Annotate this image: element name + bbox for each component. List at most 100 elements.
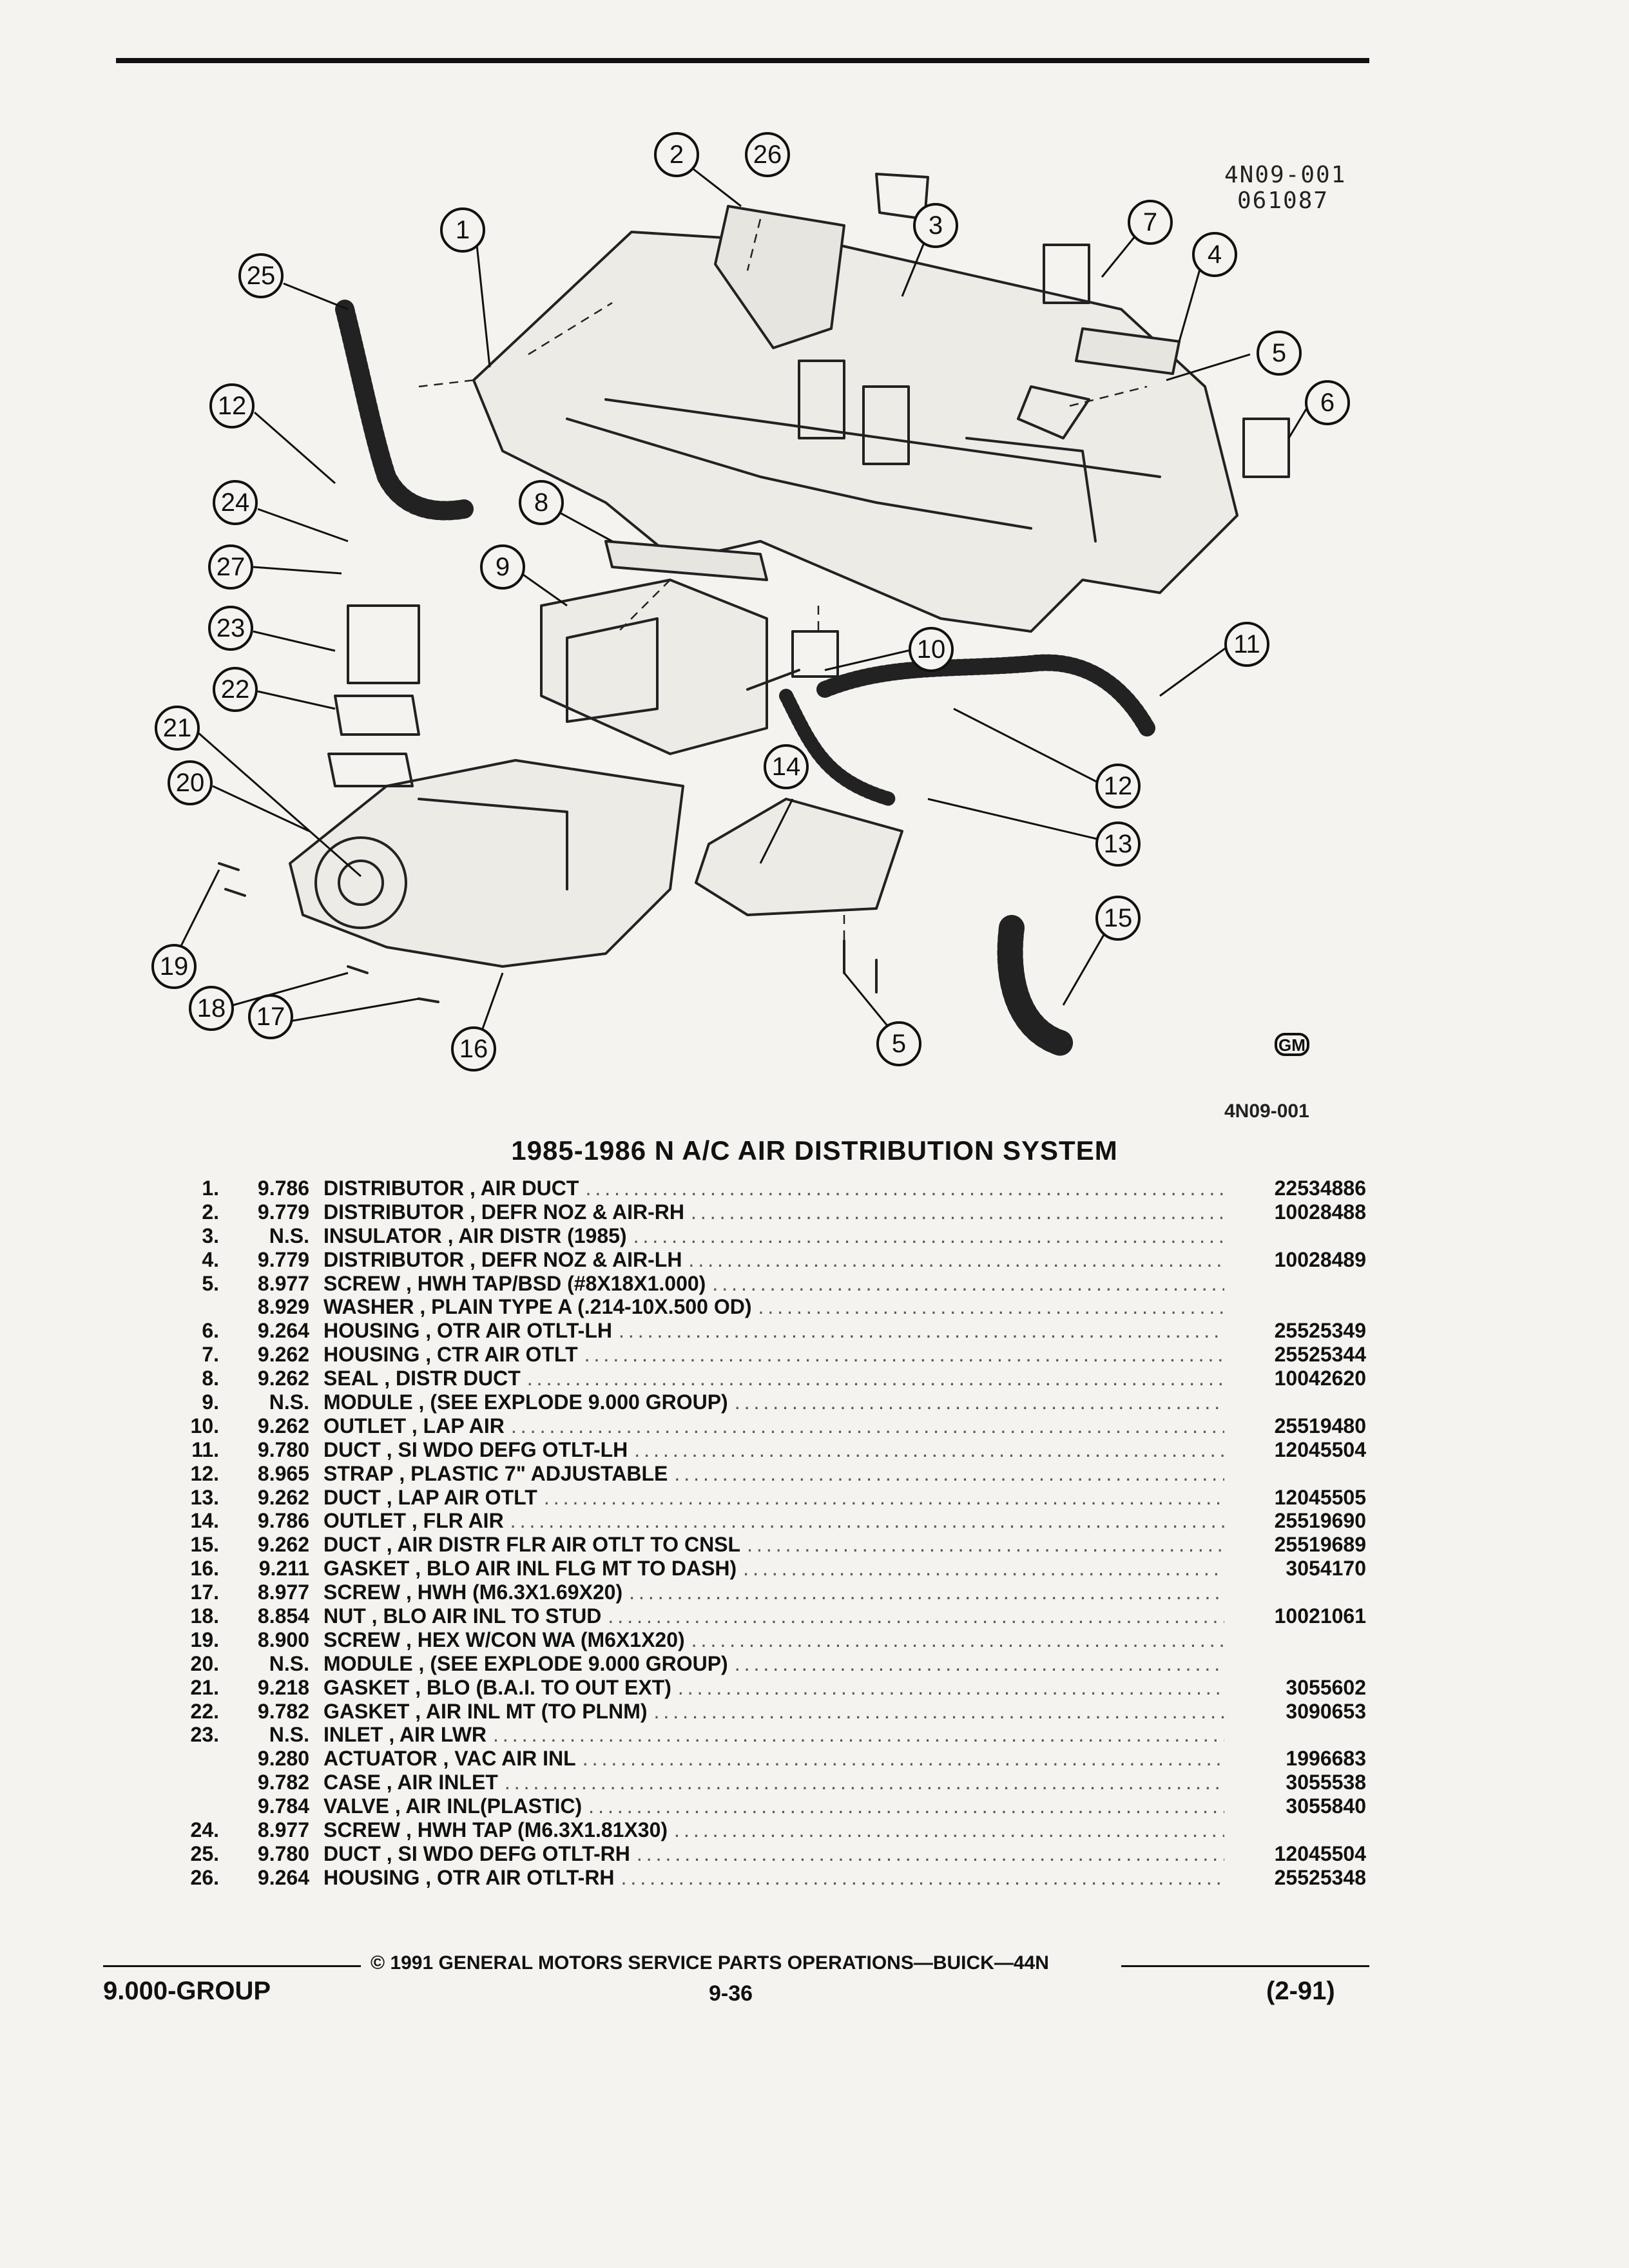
dot-leader: [504, 1509, 1224, 1533]
item-number: 23.: [190, 1723, 219, 1747]
part-number: [1224, 1295, 1366, 1319]
group-number: N.S.: [269, 1224, 309, 1247]
svg-text:24: 24: [221, 488, 250, 517]
dot-leader: [682, 1248, 1224, 1272]
part-name: GASKET: [323, 1675, 410, 1699]
part-description: DUCT , SI WDO DEFG OTLT-RH: [323, 1842, 1224, 1866]
dot-leader: [728, 1652, 1224, 1676]
svg-text:19: 19: [160, 952, 189, 981]
part-desc: , FLR AIR: [405, 1509, 504, 1533]
part-description: DISTRIBUTOR , DEFR NOZ & AIR-RH: [323, 1200, 1224, 1224]
part-name: SCREW: [323, 1818, 401, 1842]
part-name: DUCT: [323, 1485, 381, 1509]
item-number: 15.: [190, 1533, 219, 1557]
part-desc: , BLO AIR INL TO STUD: [365, 1604, 602, 1628]
part-number: 3054170: [1286, 1557, 1366, 1581]
dot-leader: [521, 1367, 1224, 1390]
figure-code-bottom: 4N09-001: [1224, 1100, 1309, 1122]
group-number: 9.211: [258, 1557, 309, 1581]
svg-text:16: 16: [459, 1035, 488, 1063]
footer-rule-left: [103, 1965, 361, 1967]
page-number: 9-36: [709, 1981, 753, 2006]
figure-date: 061087: [1237, 187, 1329, 214]
part-name: SCREW: [323, 1628, 401, 1651]
group-number: 9.262: [257, 1343, 309, 1367]
callout-9: 9: [480, 544, 525, 590]
part-number: 12045504: [1274, 1437, 1366, 1461]
svg-text:1: 1: [456, 216, 470, 244]
dot-leader: [537, 1486, 1224, 1510]
callout-12: 12: [209, 383, 255, 428]
part-name: SCREW: [323, 1581, 401, 1604]
dot-leader: [615, 1866, 1224, 1890]
part-description: GASKET , BLO AIR INL FLG MT TO DASH): [323, 1557, 1224, 1581]
dot-leader: [578, 1343, 1224, 1367]
part-description: INLET , AIR LWR: [323, 1723, 1224, 1747]
part-description: SCREW , HWH TAP (M6.3X1.81X30): [323, 1818, 1224, 1842]
group-number: 9.786: [257, 1509, 309, 1533]
part-desc: , DISTR DUCT: [378, 1367, 521, 1390]
part-description: ACTUATOR , VAC AIR INL: [323, 1747, 1224, 1771]
svg-text:4: 4: [1208, 240, 1222, 269]
part-description: NUT , BLO AIR INL TO STUD: [323, 1604, 1224, 1628]
svg-text:5: 5: [1272, 339, 1286, 367]
callout-25: 25: [238, 253, 284, 298]
part-name: MODULE: [323, 1651, 413, 1675]
part-desc: , AIR INL MT (TO PLNM): [409, 1699, 648, 1723]
footer-rule-right: [1121, 1965, 1369, 1967]
svg-text:5: 5: [892, 1030, 906, 1058]
group-number: N.S.: [269, 1390, 309, 1414]
part-name: DISTRIBUTOR: [323, 1247, 465, 1271]
part-description: MODULE , (SEE EXPLODE 9.000 GROUP): [323, 1390, 1224, 1414]
part-description: INSULATOR , AIR DISTR (1985): [323, 1224, 1224, 1248]
item-number: 5.: [202, 1271, 219, 1295]
group-number: 9.264: [257, 1865, 309, 1889]
part-description: DISTRIBUTOR , AIR DUCT: [323, 1177, 1224, 1200]
svg-text:12: 12: [1104, 772, 1133, 800]
group-number: 9.218: [257, 1675, 309, 1699]
page-title: 1985-1986 N A/C AIR DISTRIBUTION SYSTEM: [511, 1135, 1118, 1166]
svg-text:8: 8: [534, 488, 548, 517]
item-number: 3.: [202, 1224, 219, 1247]
dot-leader: [582, 1794, 1224, 1818]
dot-leader: [751, 1295, 1224, 1319]
svg-text:20: 20: [176, 769, 205, 797]
group-number: 9.262: [257, 1367, 309, 1390]
part-description: VALVE , AIR INL(PLASTIC): [323, 1794, 1224, 1818]
group-number: 9.779: [257, 1200, 309, 1224]
part-number: 10021061: [1274, 1604, 1366, 1628]
part-name: DUCT: [323, 1841, 381, 1865]
item-number: [155, 1771, 219, 1794]
part-desc: , CTR AIR OTLT: [419, 1343, 578, 1367]
item-number: 21.: [190, 1675, 219, 1699]
part-desc: , OTR AIR OTLT-LH: [419, 1319, 612, 1343]
callout-18: 18: [189, 986, 234, 1031]
part-name: GASKET: [323, 1557, 410, 1581]
dot-leader: [505, 1414, 1224, 1438]
part-number: 3055602: [1286, 1675, 1366, 1699]
part-number: 25519480: [1274, 1414, 1366, 1437]
group-number: 8.977: [257, 1818, 309, 1842]
item-number: 12.: [190, 1461, 219, 1485]
dot-leader: [576, 1747, 1224, 1771]
group-number: 9.782: [257, 1771, 309, 1794]
part-number: [1224, 1581, 1366, 1604]
svg-text:9: 9: [496, 553, 510, 581]
callout-6: 6: [1305, 380, 1350, 425]
part-desc: , SI WDO DEFG OTLT-RH: [380, 1841, 630, 1865]
callout-27: 27: [208, 544, 253, 590]
callout-10: 10: [909, 627, 954, 672]
group-number: 9.784: [257, 1794, 309, 1818]
part-name: WASHER: [323, 1295, 414, 1319]
part-description: GASKET , AIR INL MT (TO PLNM): [323, 1700, 1224, 1724]
part-description: GASKET , BLO (B.A.I. TO OUT EXT): [323, 1676, 1224, 1700]
